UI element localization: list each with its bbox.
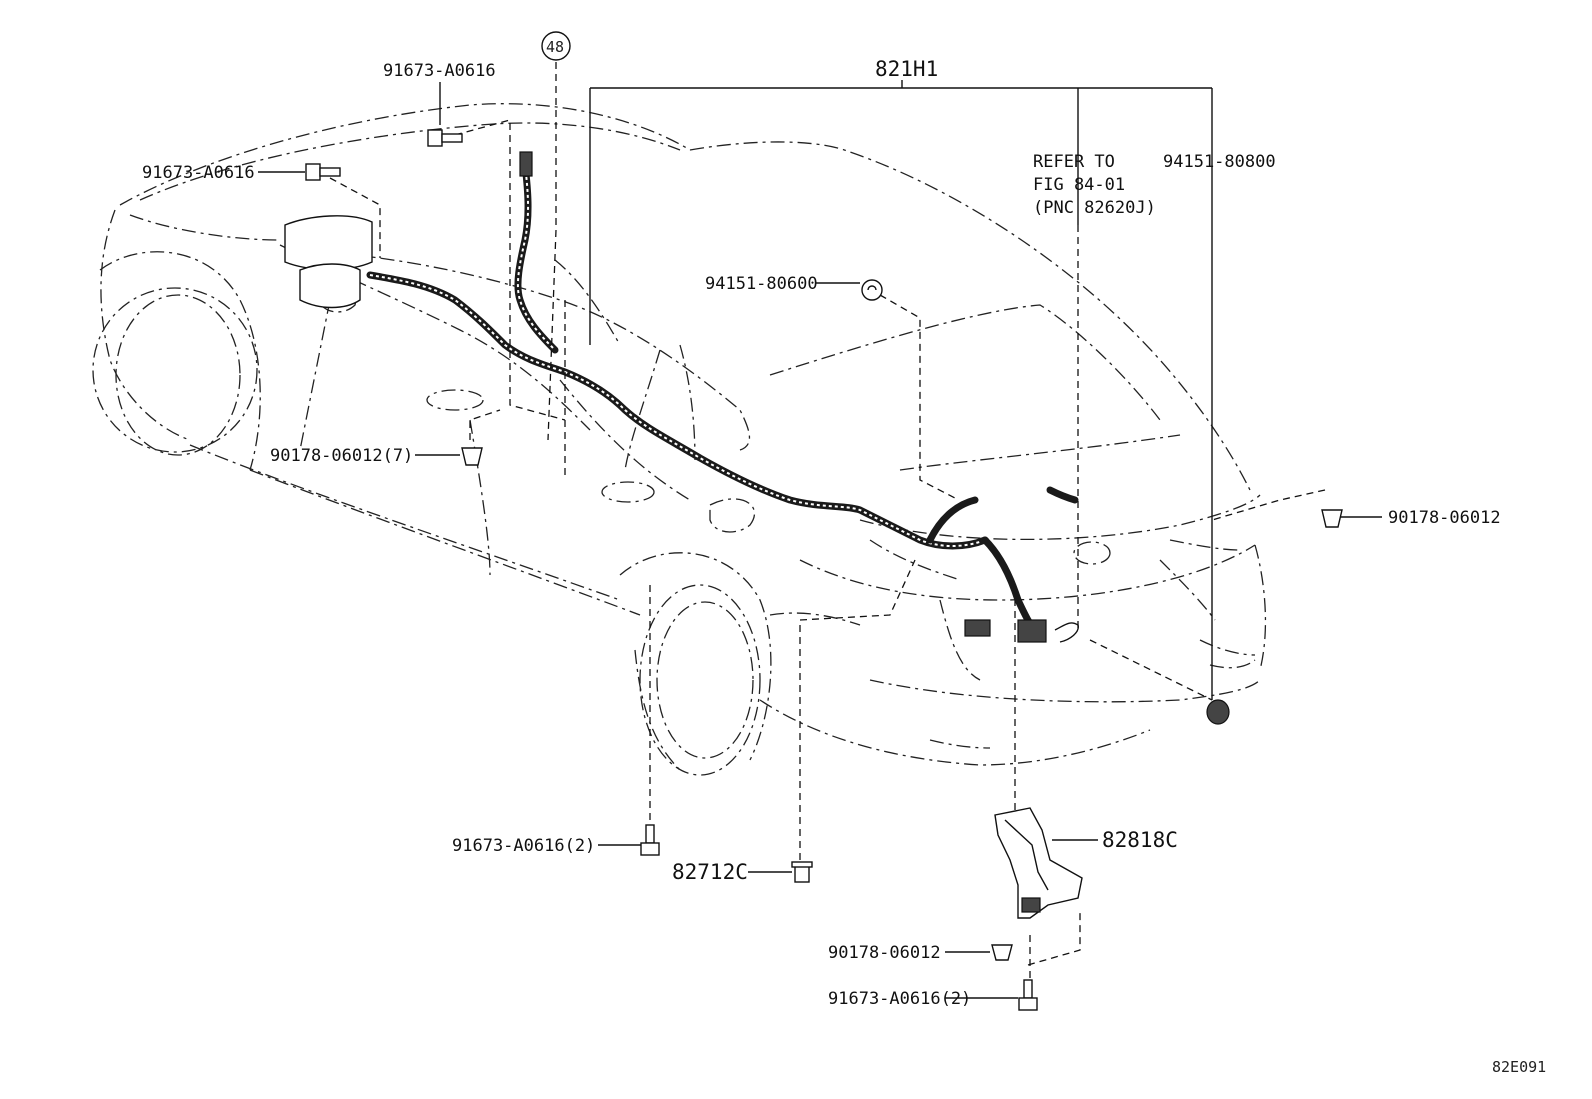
label-bolt-bottom: 91673-A0616(2) [828,989,971,1009]
label-grommet-center: 94151-80600 [705,274,818,294]
bolt-icon [305,163,341,181]
clip-icon [991,944,1013,961]
grommet-icon [1206,699,1230,725]
label-figure-code: 82E091 [1492,1058,1546,1076]
label-bolt-left: 91673-A0616 [142,163,255,183]
label-clip-left: 90178-06012(7) [270,446,413,466]
label-circle-ref: 48 [546,38,564,56]
label-bolt-bottom-left: 91673-A0616(2) [452,836,595,856]
label-clip-right: 90178-06012 [1388,508,1501,528]
bolt-icon [427,129,463,147]
car-body-outline [92,103,1267,776]
small-parts [305,129,1343,1011]
label-clip-bottom: 90178-06012 [828,943,941,963]
label-harness-main: 821H1 [875,57,938,81]
label-bracket: 82818C [1102,828,1178,852]
bracket-icon [994,807,1083,919]
label-refer-line2: FIG 84-01 [1033,175,1125,195]
grommet-icon [861,279,883,301]
clamp-icon [791,861,813,883]
reference-circle [541,31,571,61]
label-refer-line3: (PNC 82620J) [1033,198,1156,218]
bolt-icon [1018,979,1038,1011]
clip-icon [461,447,483,466]
label-refer-line1: REFER TO [1033,152,1115,172]
clip-icon [1321,509,1343,528]
label-grommet-right: 94151-80800 [1163,152,1276,172]
leader-lines [258,62,1382,999]
bolt-icon [640,824,660,856]
wire-harness-821h1 [284,151,1079,643]
label-clamp: 82712C [672,860,748,884]
label-bolt-top: 91673-A0616 [383,61,496,81]
